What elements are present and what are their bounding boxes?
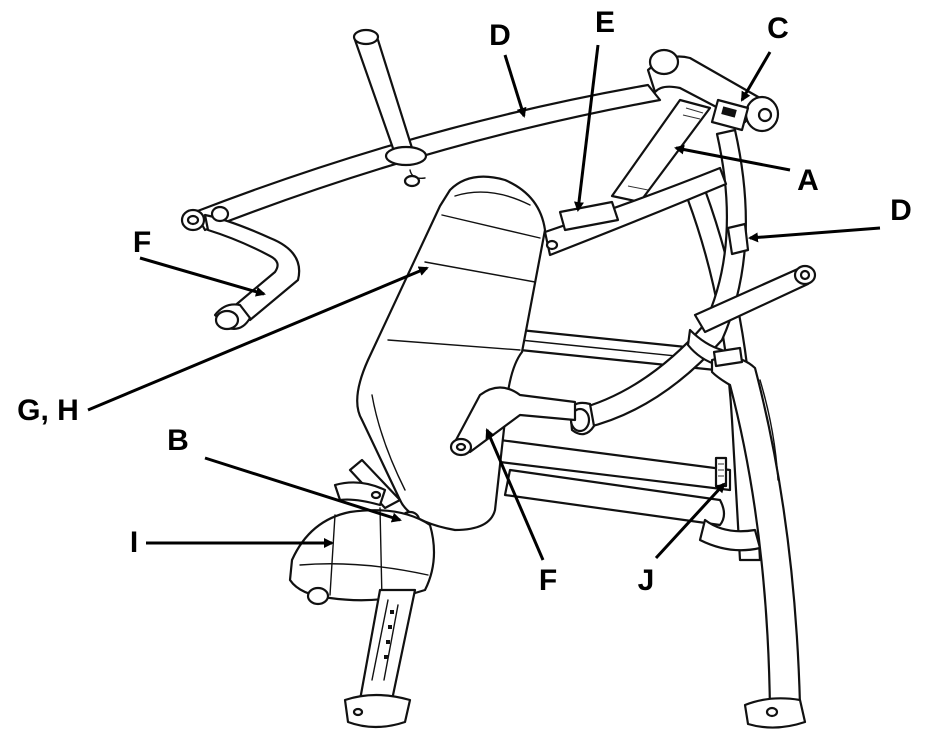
callout-a: A [797,164,819,197]
callout-f-center: F [539,564,557,597]
callout-e: E [595,6,615,39]
leader-f-center [485,428,545,561]
leader-d-right [748,226,881,243]
leader-f-left [139,256,266,297]
left-upright-handle [352,28,428,167]
leader-gh [87,266,429,412]
callout-j: J [638,564,655,597]
callout-d-top: D [489,19,511,52]
leader-j [654,482,726,560]
leader-a [674,144,791,172]
right-horizontal-handle [686,264,817,367]
leader-e [573,44,600,212]
callout-d-right: D [890,194,912,227]
adjustment-post [343,588,417,729]
callout-f-left: F [133,226,151,259]
left-swing-handle [203,205,301,331]
top-crossbar [180,83,662,232]
upper-right-arch [646,48,780,133]
leader-c [740,51,772,102]
callout-labels: A B C D D E F F G, H I J [17,6,912,597]
callout-c: C [767,12,789,45]
callout-gh: G, H [17,394,79,427]
foot-rest [288,507,436,606]
leader-b [204,456,402,523]
callout-b: B [167,424,189,457]
seat-back-pad [356,175,547,532]
callout-leaders [87,44,881,561]
front-right-leg [710,346,807,729]
back-crossbar [543,166,728,257]
callout-i: I [130,526,138,559]
leader-d-top [503,54,527,118]
